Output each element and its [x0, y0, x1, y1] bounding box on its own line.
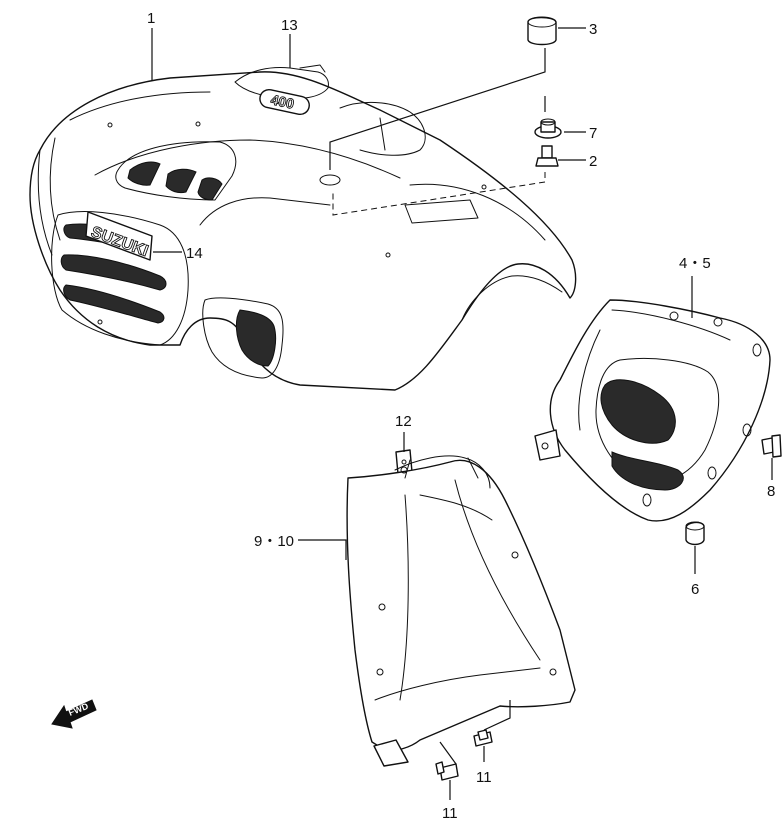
callout-8: 8	[767, 483, 775, 500]
callout-3: 3	[589, 21, 597, 38]
model-400-emblem: 400	[259, 88, 310, 116]
forward-arrow-icon: FWD	[51, 699, 97, 729]
callout-7: 7	[589, 125, 597, 142]
callout-6: 6	[691, 581, 699, 598]
screw-part-11-lower	[435, 761, 459, 781]
screw-part-8	[761, 434, 782, 458]
cushion-part-3	[527, 16, 557, 46]
callout-4-5: 4・5	[679, 255, 711, 272]
callout-2: 2	[589, 153, 597, 170]
callout-numbers: 1 13 3 7 2 14 4・5 12 8 9・10 6 11 11	[147, 10, 775, 822]
callout-14: 14	[186, 245, 203, 262]
inner-fender-part-9-10	[346, 455, 576, 767]
callout-1: 1	[147, 10, 155, 27]
cushion-part-6	[685, 521, 705, 546]
grommet-part-7	[534, 118, 562, 139]
bolt-part-2	[535, 145, 559, 167]
callout-11-upper: 11	[476, 769, 492, 786]
side-panel-part-4-5	[534, 299, 771, 522]
leader-lines	[151, 27, 773, 800]
callout-13: 13	[281, 17, 298, 34]
callout-9-10: 9・10	[254, 533, 294, 550]
front-fender: SUZUKI 400	[29, 64, 577, 391]
callout-11-lower: 11	[442, 805, 458, 822]
callout-12: 12	[395, 413, 412, 430]
model-emblem-text: 400	[269, 91, 295, 112]
screw-part-11-upper	[473, 729, 493, 747]
